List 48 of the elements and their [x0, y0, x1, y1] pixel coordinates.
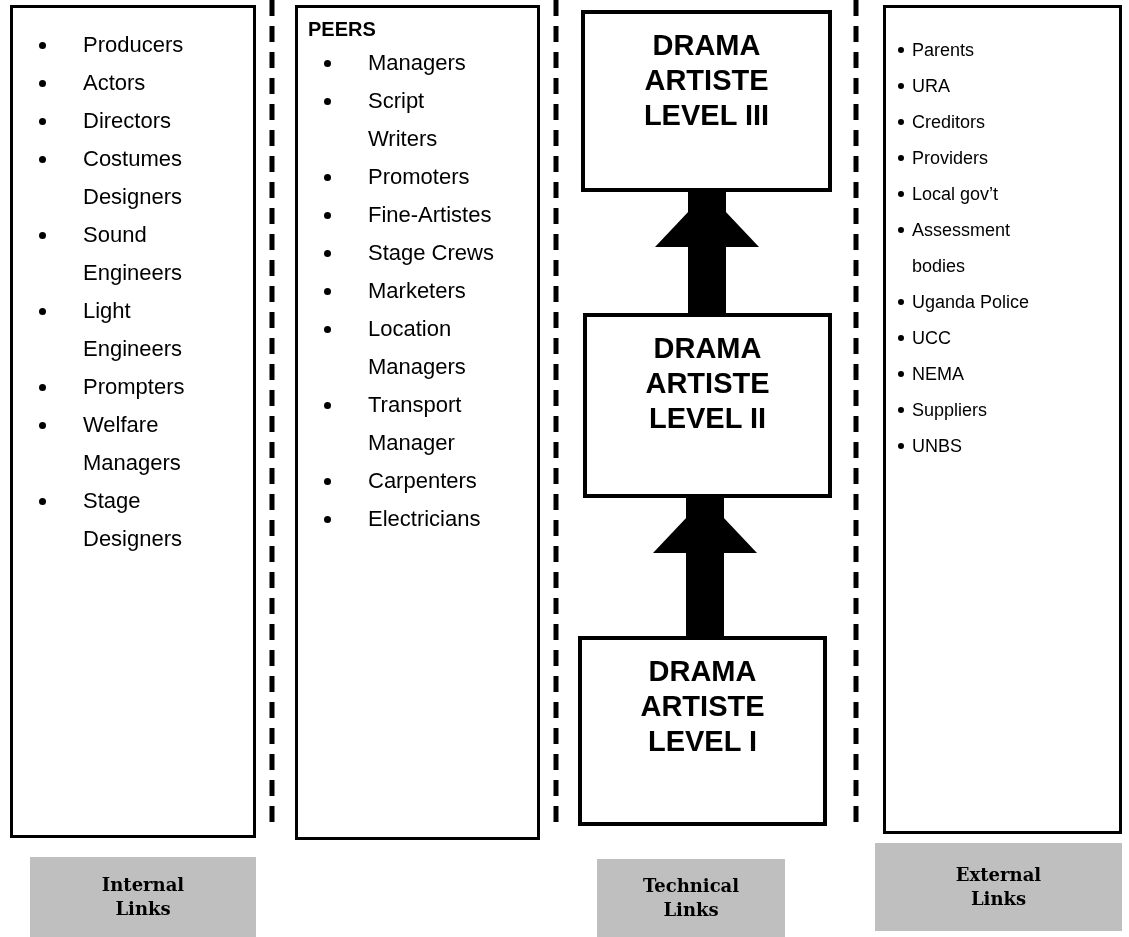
list-item-text: Carpenters [368, 468, 477, 493]
list-item-text: Actors [83, 70, 146, 95]
list-item-text: Stage Designers [83, 488, 183, 551]
list-item-text: Prompters [83, 374, 185, 399]
level-box [583, 313, 832, 498]
category-label: External Links [954, 863, 1043, 911]
list-item-text: Stage Crews [368, 240, 494, 265]
list-item-text: Creditors [912, 112, 986, 132]
list-item-text: Welfare Managers [83, 412, 181, 475]
list-item-text: Local gov’t [912, 184, 999, 204]
list-heading: PEERS [308, 18, 376, 41]
category-label: Internal Links [100, 873, 186, 921]
list-item-text: Managers [368, 50, 466, 75]
category-label: Technical Links [641, 874, 741, 922]
list-item-text: UNBS [912, 436, 962, 456]
level-title: DRAMA ARTISTE LEVEL III [642, 28, 771, 133]
block-arrow [653, 498, 757, 636]
list-item-text: Transport Manager [368, 392, 462, 455]
list-item-text: URA [912, 76, 950, 96]
list-item-text: Promoters [368, 164, 470, 189]
list-item-text: Assessment bodies [912, 220, 1011, 276]
list-item-text: Marketers [368, 278, 466, 303]
list-item-text: NEMA [912, 364, 964, 384]
block-arrow [655, 192, 759, 313]
list-item-text: Sound Engineers [83, 222, 183, 285]
level-title: DRAMA ARTISTE LEVEL II [644, 331, 771, 436]
category-label-box [30, 857, 256, 937]
list-item-text: Directors [83, 108, 171, 133]
list-item-text: Uganda Police [912, 292, 1030, 312]
list-panel [295, 5, 540, 840]
list-item-text: Light Engineers [83, 298, 183, 361]
list-panel [10, 5, 256, 838]
list-item-text: Script Writers [368, 88, 438, 151]
level-box [578, 636, 827, 826]
list-item-text: Location Managers [368, 316, 466, 379]
list-item-text: Providers [912, 148, 989, 168]
list-item-text: Costumes Designers [83, 146, 183, 209]
list-panel [883, 5, 1122, 834]
category-label-box [875, 843, 1122, 931]
level-title: DRAMA ARTISTE LEVEL I [639, 654, 766, 759]
list-item-text: UCC [912, 328, 951, 348]
list-item-text: Parents [912, 40, 975, 60]
list-item-text: Suppliers [912, 400, 988, 420]
category-label-box [597, 859, 785, 937]
list-item-text: Electricians [368, 506, 481, 531]
list-item-text: Producers [83, 32, 184, 57]
list-item-text: Fine-Artistes [368, 202, 492, 227]
level-box [581, 10, 832, 192]
